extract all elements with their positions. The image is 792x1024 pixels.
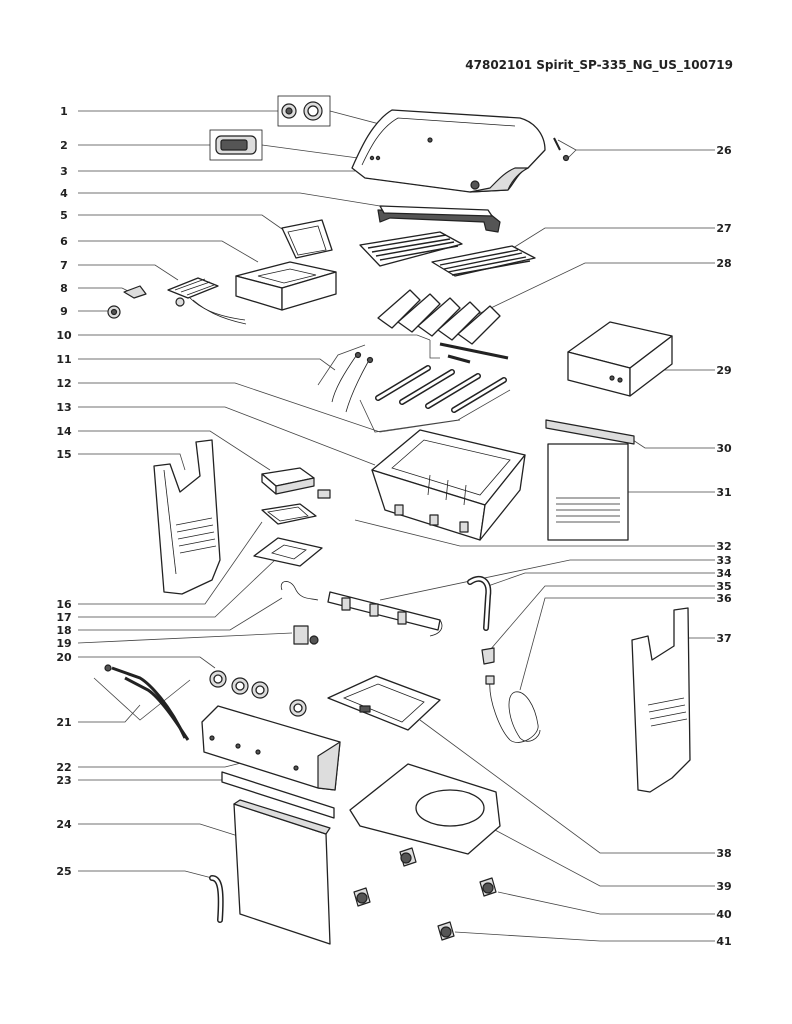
callout-3: 3: [60, 165, 68, 178]
callout-2: 2: [60, 139, 68, 152]
part-30-bar: [545, 419, 635, 445]
part-3-lid: [351, 109, 546, 193]
callout-37: 37: [716, 632, 731, 645]
part-34-short-hose: [467, 575, 492, 631]
callout-8: 8: [60, 282, 68, 295]
callout-29: 29: [716, 364, 731, 377]
part-35-regulator: [481, 647, 495, 665]
part-9-knob: [107, 305, 121, 319]
part-39-side-table: [349, 763, 501, 855]
part-27-cooking-grates: [359, 231, 536, 277]
part-14-catch-pan-tray: [261, 467, 315, 495]
callout-12: 12: [56, 377, 71, 390]
callout-22: 22: [56, 761, 71, 774]
part-16-grease-tray: [261, 503, 317, 525]
callout-31: 31: [716, 486, 731, 499]
callout-34: 34: [716, 567, 732, 580]
part-12-burner-tubes: [375, 365, 507, 413]
callout-35: 35: [716, 580, 731, 593]
part-11-igniter-wires: [331, 351, 374, 413]
callout-21: 21: [56, 716, 71, 729]
part-38-drip-tray: [327, 675, 441, 731]
callout-11: 11: [56, 353, 71, 366]
callout-19: 19: [56, 637, 71, 650]
part-23-trim-strip: [221, 771, 335, 819]
part-21-crossover-tubes: [104, 664, 190, 741]
part-22-control-panel: [201, 705, 341, 791]
callout-4: 4: [60, 187, 68, 200]
part-10-crossover-tubes: [439, 342, 509, 364]
callout-25: 25: [56, 865, 71, 878]
callout-40: 40: [716, 908, 732, 921]
callout-numbers-right: 26 27 28 29 30 31 32 33 34 35 36 37 38 3…: [716, 144, 732, 948]
part-19-igniter-module: [293, 625, 319, 645]
callout-20: 20: [56, 651, 72, 664]
part-2-logo-badge: [215, 135, 257, 155]
callout-39: 39: [716, 880, 731, 893]
callout-23: 23: [56, 774, 71, 787]
part-36-coiled-gas-line: [485, 675, 541, 743]
callout-38: 38: [716, 847, 731, 860]
part-32-gas-hose: [317, 489, 356, 576]
callout-10: 10: [56, 329, 72, 342]
callout-13: 13: [56, 401, 71, 414]
callout-32: 32: [716, 540, 731, 553]
callout-6: 6: [60, 235, 68, 248]
document-title: 47802101 Spirit_SP-335_NG_US_100719: [465, 58, 733, 72]
callout-33: 33: [716, 554, 731, 567]
part-26-screws: [553, 137, 570, 162]
part-31-rear-panel: [547, 443, 629, 541]
part-17-bracket-plate: [253, 537, 323, 567]
callout-9: 9: [60, 305, 68, 318]
callout-24: 24: [56, 818, 72, 831]
callout-36: 36: [716, 592, 732, 605]
callout-17: 17: [56, 611, 71, 624]
callout-14: 14: [56, 425, 72, 438]
part-7-side-burner-grate: [167, 277, 247, 325]
callout-26: 26: [716, 144, 732, 157]
part-20-control-knobs: [209, 670, 307, 717]
part-33-manifold: [327, 591, 443, 637]
part-6-side-burner-box: [235, 261, 337, 311]
leader-lines: [77, 95, 715, 942]
part-18-igniter-wire: [280, 581, 319, 601]
callout-16: 16: [56, 598, 72, 611]
callout-27: 27: [716, 222, 731, 235]
part-29-storage-box: [567, 321, 673, 397]
part-15-left-side-panel: [153, 439, 221, 595]
part-4-warming-rack: [377, 205, 501, 233]
callout-41: 41: [716, 935, 731, 948]
callout-numbers-left: 1 2 3 4 5 6 7 8 9 10 11 12 13 14 15 16 1…: [56, 105, 72, 878]
part-28-flavorizer-bars: [377, 289, 501, 345]
part-13-cookbox: [371, 429, 526, 541]
part-casters: [353, 847, 497, 941]
part-1-thermometer: [281, 101, 323, 121]
callout-30: 30: [716, 442, 732, 455]
callout-18: 18: [56, 624, 71, 637]
part-8-bracket: [123, 285, 147, 299]
part-37-right-side-panel: [631, 607, 691, 793]
callout-15: 15: [56, 448, 71, 461]
callout-28: 28: [716, 257, 731, 270]
part-5-catch-pan-lid: [281, 219, 333, 259]
callout-7: 7: [60, 259, 68, 272]
part-24-door: [233, 799, 331, 945]
callout-5: 5: [60, 209, 68, 222]
part-25-door-handle: [209, 875, 224, 923]
callout-1: 1: [60, 105, 68, 118]
